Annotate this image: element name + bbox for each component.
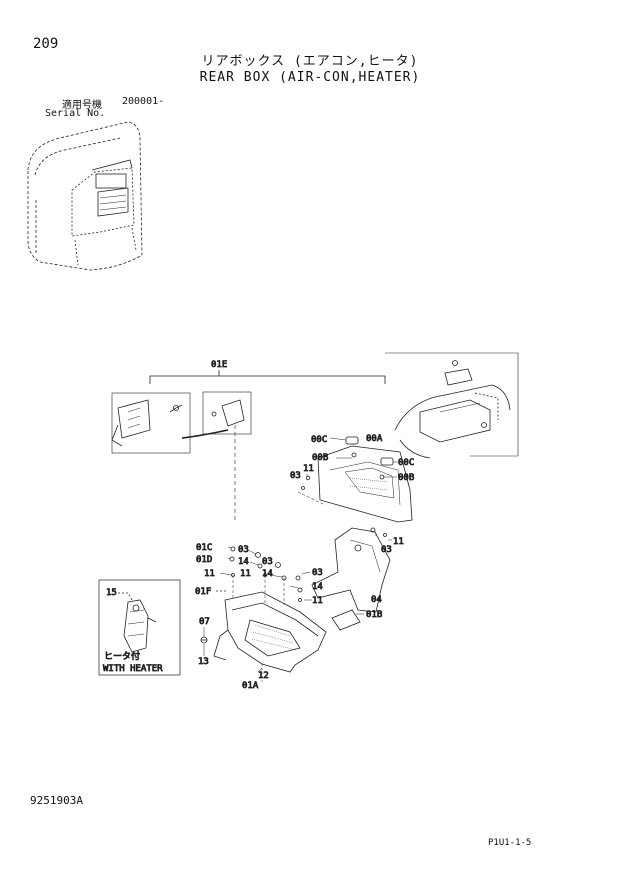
callout-bracket-01e — [149, 370, 386, 384]
upper-panel-00a — [317, 436, 413, 523]
page-title-japanese: リアボックス (エアコン,ヒータ) — [201, 54, 419, 69]
heater-note: WITH HEATER — [103, 664, 163, 674]
page-reference: P1U1-1-5 — [488, 838, 532, 848]
callout-14-c: 14 — [312, 582, 323, 592]
callout-00c-right: 00C — [398, 458, 414, 468]
callout-00b-right: 00B — [398, 473, 414, 483]
plate-01b — [331, 609, 361, 631]
callout-11-c: 11 — [204, 569, 215, 579]
callout-03-a: 03 — [290, 471, 301, 481]
heater-detail-box — [98, 579, 181, 676]
fastener-stack — [200, 475, 387, 644]
callout-00a: 00A — [366, 434, 383, 444]
callout-03-b: 03 — [381, 545, 392, 555]
callout-01d: 01D — [196, 555, 212, 565]
rear-box-01a — [213, 591, 327, 682]
serial-number-value: 200001- — [122, 96, 165, 107]
callout-11-e: 11 — [312, 596, 323, 606]
document-number: 9251903A — [30, 794, 83, 807]
serial-label: Serial No. — [45, 108, 106, 119]
page-number: 209 — [33, 36, 59, 52]
callout-03-d: 03 — [262, 557, 273, 567]
callout-03-c: 03 — [238, 545, 249, 555]
callout-11-b: 11 — [393, 537, 404, 547]
callout-01e: 01E — [211, 360, 227, 370]
callout-00c-top: 00C — [311, 435, 327, 445]
callout-01c: 01C — [196, 543, 212, 553]
cab-inset-detail — [385, 352, 519, 459]
page-title: REAR BOX (AIR-CON,HEATER) — [199, 70, 421, 85]
leader-lines — [203, 437, 398, 673]
callout-11-a: 11 — [303, 464, 314, 474]
callout-01a: 01A — [242, 681, 259, 691]
serial-label-japanese: 適用号機 — [62, 100, 102, 111]
callout-03-e: 03 — [312, 568, 323, 578]
callout-13: 13 — [198, 657, 209, 667]
callout-01f: 01F — [195, 587, 211, 597]
plate-detail — [111, 392, 191, 454]
heater-note-japanese: ヒータ付 — [104, 651, 140, 662]
callout-11-d: 11 — [240, 569, 251, 579]
cab-location-thumbnail — [27, 121, 143, 271]
cover-plate-detail — [181, 391, 252, 439]
callout-14-a: 14 — [238, 557, 249, 567]
callout-00b-left: 00B — [312, 453, 328, 463]
callout-12: 12 — [258, 671, 269, 681]
callout-01b: 01B — [366, 610, 382, 620]
callout-04: 04 — [371, 595, 382, 605]
callout-07: 07 — [199, 617, 210, 627]
callout-15: 15 — [106, 588, 117, 598]
callout-14-b: 14 — [262, 569, 273, 579]
